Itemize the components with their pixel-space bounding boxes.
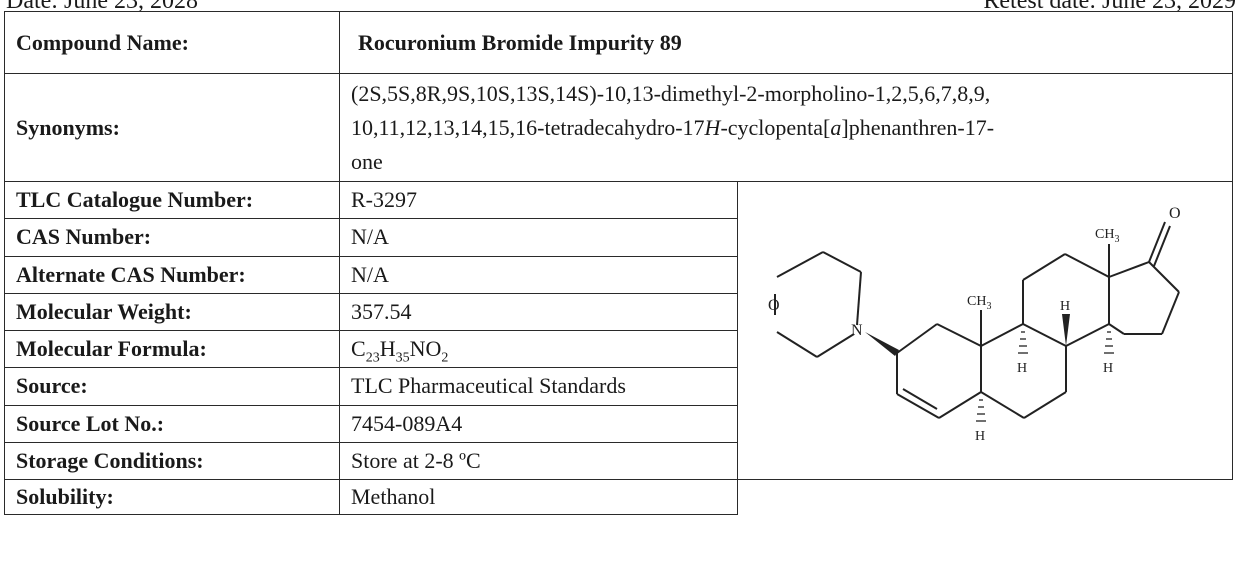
- oxygen-atom-label: O: [768, 297, 780, 314]
- compound-name-value: Rocuronium Bromide Impurity 89: [339, 11, 1233, 74]
- methyl-group-c18: CH3: [1095, 227, 1119, 245]
- row-label: Source Lot No.:: [4, 404, 340, 443]
- hydrogen-label: H: [975, 429, 985, 444]
- row-label: Alternate CAS Number:: [4, 255, 340, 294]
- hydrogen-label: H: [1017, 361, 1027, 376]
- stereo-wedge-bond: [1062, 314, 1070, 346]
- hydrogen-label: H: [1060, 299, 1070, 314]
- table-row: CAS Number: N/A: [4, 218, 1233, 257]
- row-label: Molecular Weight:: [4, 292, 340, 332]
- table-row: Solubility: Methanol: [4, 479, 1233, 515]
- table-row: Storage Conditions: Store at 2-8 ºC: [4, 441, 1233, 481]
- retest-date: Retest date: June 23, 2029: [983, 0, 1236, 14]
- row-value: 7454-089A4: [339, 404, 738, 443]
- stereo-hash-bond: [976, 399, 986, 422]
- stereo-hash-bond: [1018, 331, 1028, 354]
- row-value: Store at 2-8 ºC: [339, 441, 738, 481]
- table-row: Alternate CAS Number: N/A: [4, 255, 1233, 294]
- table-row: Molecular Formula: C23H35NO2: [4, 329, 1233, 369]
- table-row: TLC Catalogue Number: R-3297 O N: [4, 180, 1233, 480]
- methyl-group-c19: CH3: [967, 294, 991, 312]
- compound-name-label: Compound Name:: [4, 11, 340, 74]
- row-value: N/A: [339, 255, 738, 294]
- stereo-hash-bond: [1104, 331, 1114, 354]
- structure-cell: O N: [737, 181, 1233, 480]
- row-label: Solubility:: [4, 479, 340, 515]
- synonym-line-1: (2S,5S,8R,9S,10S,13S,14S)-10,13-dimethyl…: [351, 80, 991, 106]
- molecular-formula-value: C23H35NO2: [339, 329, 738, 369]
- ketone-oxygen-label: O: [1169, 205, 1181, 222]
- specification-table: Compound Name: Rocuronium Bromide Impuri…: [4, 11, 1233, 515]
- synonyms-value: (2S,5S,8R,9S,10S,13S,14S)-10,13-dimethyl…: [339, 73, 1233, 182]
- stereo-wedge-bond: [865, 332, 899, 356]
- row-value: R-3297: [339, 180, 738, 220]
- row-label: Molecular Formula:: [4, 329, 340, 369]
- row-label: Storage Conditions:: [4, 441, 340, 481]
- row-value: TLC Pharmaceutical Standards: [339, 367, 738, 406]
- chemical-structure-diagram: O N: [768, 205, 1181, 444]
- row-value: N/A: [339, 218, 738, 257]
- synonyms-row: Synonyms: (2S,5S,8R,9S,10S,13S,14S)-10,1…: [4, 73, 1233, 182]
- synonyms-label: Synonyms:: [4, 73, 340, 182]
- synonym-line-2: 10,11,12,13,14,15,16-tetradecahydro-17H-…: [351, 114, 995, 140]
- synonym-line-3: one: [351, 148, 383, 174]
- row-label: CAS Number:: [4, 218, 340, 257]
- hydrogen-label: H: [1103, 361, 1113, 376]
- row-value: 357.54: [339, 292, 738, 332]
- row-value: Methanol: [339, 479, 738, 515]
- header-line: Date: June 23, 2028 Retest date: June 23…: [0, 0, 1242, 14]
- issue-date: Date: June 23, 2028: [6, 0, 198, 14]
- row-label: Source:: [4, 367, 340, 406]
- row-label: TLC Catalogue Number:: [4, 180, 340, 220]
- compound-row: Compound Name: Rocuronium Bromide Impuri…: [4, 11, 1233, 74]
- nitrogen-atom-label: N: [851, 322, 863, 339]
- empty-cell: [737, 479, 1233, 515]
- table-row: Molecular Weight: 357.54: [4, 292, 1233, 332]
